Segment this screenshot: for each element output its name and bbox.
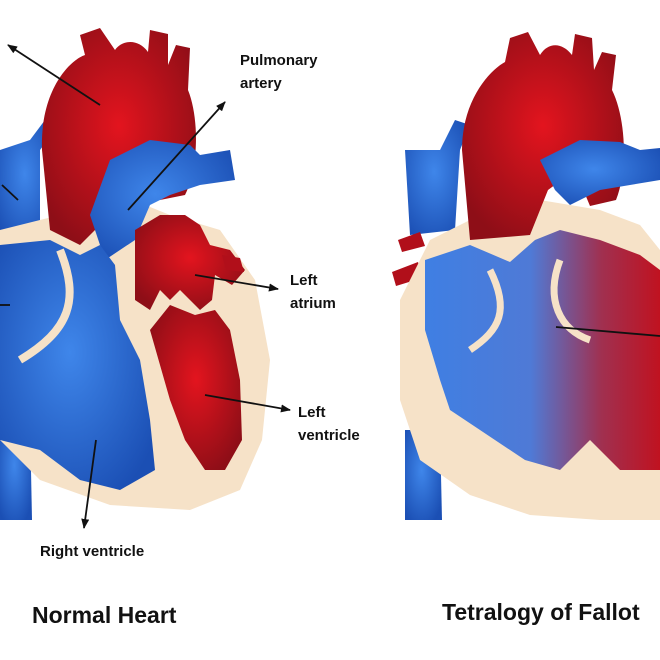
right-atrium-ventricle [0,240,155,490]
vena-cava [0,120,55,240]
tof-septum-line [468,268,504,353]
label-left-atrium-1: Left [290,272,318,289]
pulmonary-vein [222,255,244,272]
title-tetralogy-of-fallot: Tetralogy of Fallot [442,599,640,625]
arrow-left-atrium [194,274,279,292]
tof-pulmonary-artery [540,140,660,205]
pulmonary-artery [90,140,235,260]
arrow-aorta [7,44,101,106]
arrow-pulmonary-artery [127,101,226,211]
label-left-atrium-2: atrium [290,295,336,312]
right-atrium-septum-line [17,248,74,364]
tof-chambers [425,230,660,470]
left-atrium [135,215,245,310]
label-left-ventricle-1: Left [298,404,326,421]
tof-septum-line-2 [550,258,592,344]
left-ventricle [150,305,242,470]
normal-heart: Pulmonary artery Left atrium Left ventri… [0,28,360,628]
arrow-vena-cava [1,184,19,201]
tof-side-vessel [398,232,425,252]
label-right-ventricle: Right ventricle [40,543,144,560]
arrow-right-ventricle [81,439,97,529]
label-left-ventricle-2: ventricle [298,427,360,444]
aorta [41,28,196,245]
arrow-left-ventricle [204,394,291,413]
tetralogy-heart: Tetralogy of Fallot [392,32,660,625]
label-pulmonary-artery-1: Pulmonary [240,52,318,69]
tof-arrow-defect [555,326,660,337]
tof-vena-cava [405,120,470,235]
label-pulmonary-artery-2: artery [240,75,282,92]
title-normal-heart: Normal Heart [32,602,177,628]
